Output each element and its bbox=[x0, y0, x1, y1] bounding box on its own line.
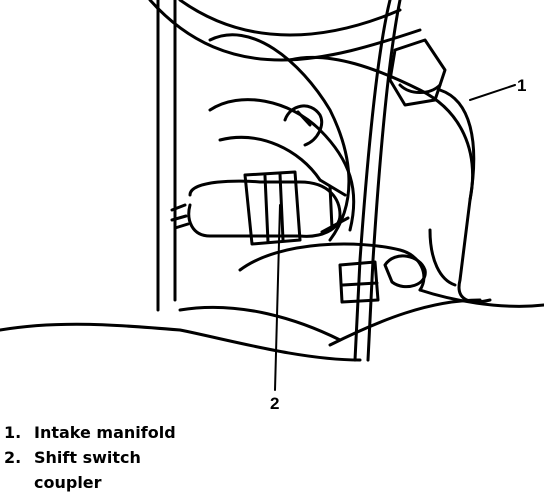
legend-label: Shift switch coupler bbox=[34, 448, 141, 492]
hose-clamp bbox=[283, 104, 324, 147]
leader-line-2 bbox=[274, 204, 281, 391]
legend-item-2: 2. Shift switch coupler bbox=[4, 445, 304, 495]
coupler-ribs bbox=[318, 178, 350, 234]
legend-label: Intake manifold bbox=[34, 423, 176, 442]
mounting-bolt bbox=[383, 254, 427, 289]
engine-bay-line-drawing bbox=[0, 0, 544, 391]
legend-number: 2. bbox=[4, 448, 22, 467]
coupler-band bbox=[243, 170, 302, 246]
manifold-nut bbox=[388, 38, 447, 107]
left-frame bbox=[156, 0, 177, 312]
legend-number: 1. bbox=[4, 423, 22, 442]
fuel-pipe bbox=[353, 0, 402, 362]
lower-sweep-2 bbox=[418, 288, 544, 308]
bracket-top bbox=[288, 55, 475, 202]
callout-1: 1 bbox=[517, 76, 527, 95]
leader-line-1 bbox=[469, 84, 516, 101]
coupler-body bbox=[187, 179, 342, 238]
left-connector-teeth bbox=[170, 203, 190, 230]
callout-2: 2 bbox=[270, 394, 280, 413]
legend: 1. Intake manifold 2. Shift switch coupl… bbox=[4, 420, 304, 495]
lower-boss bbox=[238, 242, 426, 292]
upper-left-curve bbox=[208, 33, 351, 242]
lower-sweep-3 bbox=[328, 298, 482, 347]
lower-sweep-1 bbox=[178, 305, 342, 342]
intake-manifold-body bbox=[428, 88, 492, 304]
left-lower-frame bbox=[0, 322, 362, 362]
upper-hose bbox=[148, 0, 422, 62]
pipe-fitting bbox=[338, 260, 380, 304]
legend-item-1: 1. Intake manifold bbox=[4, 420, 304, 445]
